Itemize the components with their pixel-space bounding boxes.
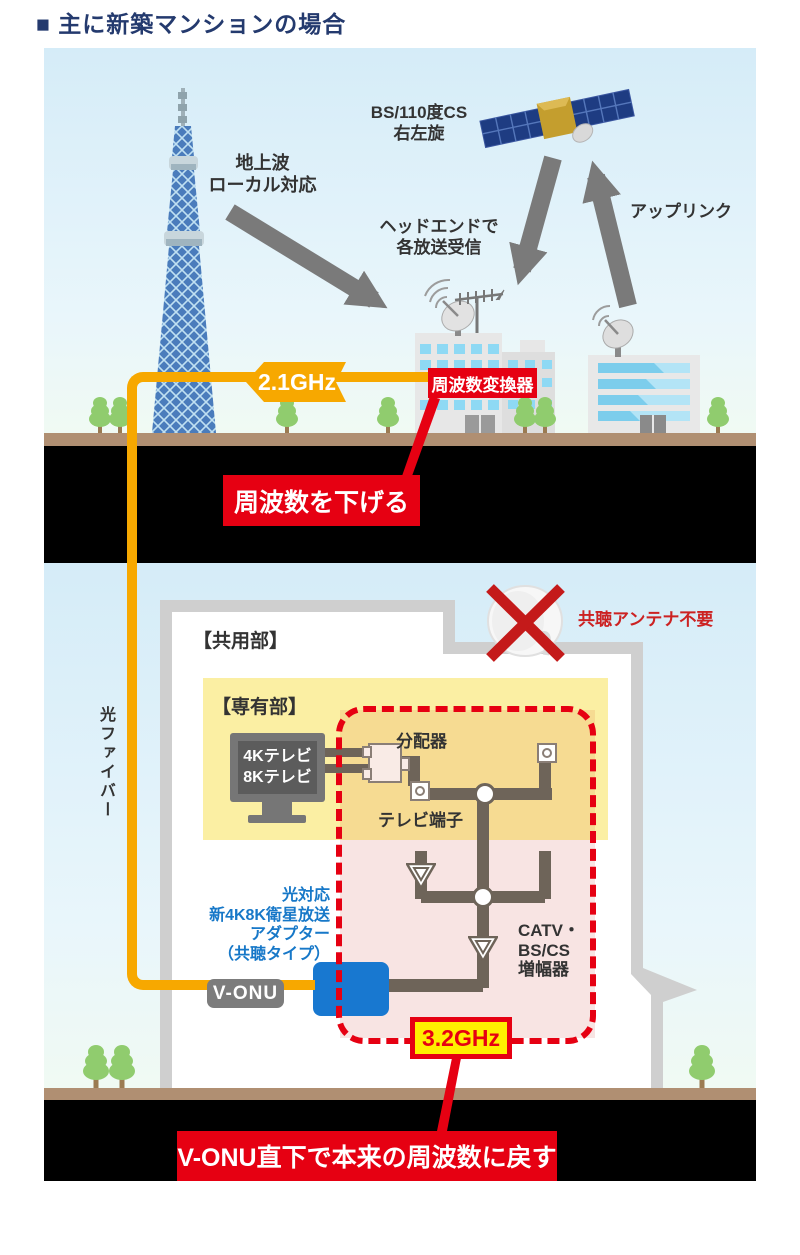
adapter-label: 光対応 新4K8K衛星放送 アダプター （共聴タイプ） (180, 886, 330, 964)
frequency-badge-32: 3.2GHz (410, 1017, 512, 1059)
junction-node-upper (474, 783, 496, 805)
fiber-label: 光ファイバー (97, 706, 114, 820)
terrestrial-label-line1: 地上波 (235, 153, 290, 173)
yagi-antenna-icon (454, 289, 505, 333)
adapter-label-line2: 新4K8K衛星放送 (209, 906, 330, 924)
satellite-label-line2: 右左旋 (393, 123, 445, 143)
adapter-label-line1: 光対応 (281, 887, 330, 904)
splitter-out-cable-v (408, 756, 420, 786)
downlink-arrow-icon (509, 155, 562, 286)
tv-label-line1: 4Kテレビ (243, 748, 312, 765)
satellite-icon (479, 88, 635, 149)
crossed-dish-icon (486, 584, 565, 662)
ground-bottom (44, 1088, 756, 1101)
trees-icons-bottom (83, 1045, 715, 1088)
terrestrial-label-line2: ローカル対応 (208, 174, 317, 195)
frequency-badge-21-shape (246, 362, 346, 402)
uplink-arrow-icon (582, 160, 637, 309)
frequency-restore-dashed-outline (336, 706, 596, 1044)
adapter-label-line3: アダプター (249, 926, 330, 944)
restore-frequency-callout: V-ONU直下で本来の周波数に戻す (177, 1131, 557, 1181)
private-area-label: 【専有部】 (212, 697, 308, 718)
headend-label: ヘッドエンドで 各放送受信 (378, 217, 500, 258)
tv-icon: 4Kテレビ 8Kテレビ (230, 733, 325, 802)
amplifier-label-line1: CATV・ (518, 921, 581, 940)
splitter-device (362, 743, 410, 783)
frequency-converter-box: 周波数変換器 (428, 368, 537, 398)
callout-tail-bottom (437, 1058, 461, 1131)
no-antenna-label: 共聴アンテナ不要 (578, 610, 714, 629)
tv-screen: 4Kテレビ 8Kテレビ (238, 741, 317, 794)
satellite-label: BS/110度CS 右左旋 (358, 103, 480, 144)
headend-label-line1: ヘッドエンドで (379, 217, 499, 236)
satellite-label-line1: BS/110度CS (370, 103, 468, 122)
fiber-cable-vertical (127, 398, 137, 964)
sky-scene-illustration (89, 88, 729, 433)
headend-label-line2: 各放送受信 (396, 237, 482, 257)
tv-cable-2 (325, 764, 375, 773)
right-riser-cable (539, 851, 551, 899)
right-outlet-drop-cable (539, 760, 551, 796)
vonu-box: V-ONU (207, 979, 284, 1008)
tv-cable-1 (325, 748, 375, 757)
terrestrial-label: 地上波 ローカル対応 (205, 153, 320, 197)
tv-stand-base (248, 815, 306, 823)
lower-frequency-callout: 周波数を下げる (223, 475, 420, 526)
tv-outlet-right (537, 743, 557, 763)
junction-node-lower (472, 886, 494, 908)
trees-icons (89, 397, 729, 433)
optical-adapter-device (313, 962, 389, 1016)
terrestrial-arrow-icon (225, 204, 388, 309)
callout-tail-top (402, 396, 440, 476)
amplifier-label: CATV・ BS/CS 増幅器 (518, 921, 580, 980)
amplifier-icon-main (468, 936, 498, 962)
outlet-label: テレビ端子 (378, 811, 463, 830)
tv-stand-neck (262, 802, 292, 815)
adapter-out-cable (388, 979, 483, 992)
amplifier-label-line3: 増幅器 (518, 960, 569, 980)
splitter-label: 分配器 (396, 732, 447, 751)
frequency-badge-21: 2.1GHz (258, 369, 336, 395)
fiber-cable-corner-bottom (127, 960, 157, 990)
page-title: ■ 主に新築マンションの場合 (36, 11, 347, 37)
broadcast-building-icon (588, 304, 700, 433)
ground-top (44, 433, 756, 446)
uplink-label: アップリンク (630, 202, 732, 221)
fiber-cable-corner-top (127, 372, 157, 402)
broadcast-dish-icon (592, 304, 634, 357)
amplifier-icon-left (406, 863, 436, 889)
amplifier-label-line2: BS/CS (518, 940, 570, 960)
tv-label-line2: 8Kテレビ (243, 768, 312, 786)
common-area-label: 【共用部】 (193, 631, 289, 652)
tv-outlet-left (410, 781, 430, 801)
roof-dish-icon (424, 278, 475, 336)
skytree-tower-icon (152, 88, 216, 433)
adapter-label-line4: （共聴タイプ） (217, 945, 330, 963)
